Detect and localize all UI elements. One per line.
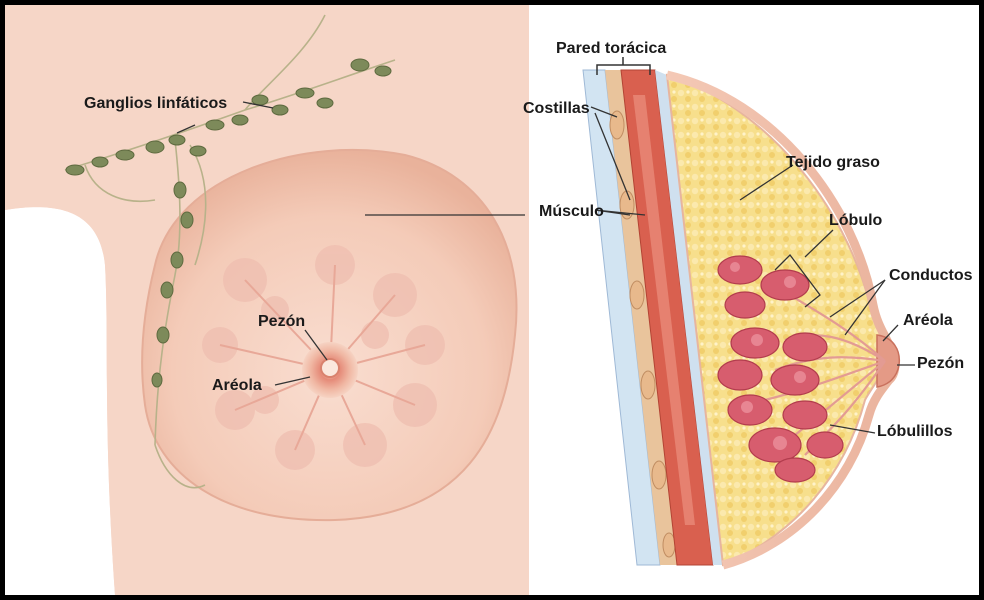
label-tejido-graso: Tejido graso [786, 154, 880, 172]
label-pezon-front: Pezón [258, 313, 305, 331]
arm-gap [5, 207, 115, 595]
label-pared-toracica: Pared torácica [556, 40, 666, 58]
label-lobulillos: Lóbulillos [877, 423, 953, 441]
label-areola-side: Aréola [903, 312, 953, 330]
label-musculo: Músculo [539, 203, 604, 221]
label-conductos: Conductos [889, 267, 973, 285]
label-costillas: Costillas [523, 100, 590, 118]
label-pezon-side: Pezón [917, 355, 964, 373]
label-lobulo: Lóbulo [829, 212, 882, 230]
label-areola-front: Aréola [212, 377, 262, 395]
front-view [5, 5, 530, 595]
label-ganglios-linfaticos: Ganglios linfáticos [84, 95, 227, 113]
breast-anatomy-illustration [5, 5, 979, 595]
side-view [530, 5, 979, 595]
breast-shape [142, 150, 516, 520]
nipple-front [321, 359, 339, 377]
